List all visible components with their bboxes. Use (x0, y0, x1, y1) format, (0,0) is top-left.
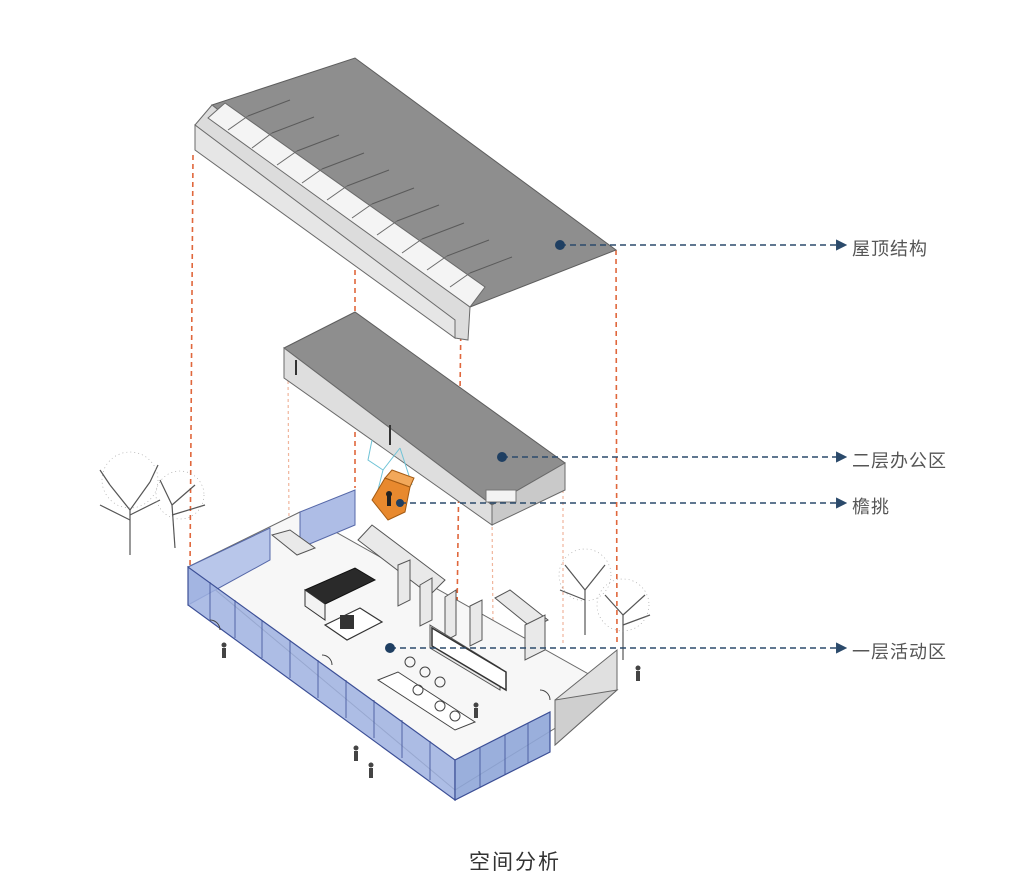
label-first-floor-activity: 一层活动区 (852, 642, 947, 663)
people (221, 642, 641, 778)
projection-lines-light (287, 374, 564, 645)
tree-left (99, 451, 206, 555)
cantilever-volume (371, 469, 415, 521)
first-floor-plan (187, 489, 619, 802)
round-tables (404, 656, 461, 722)
roof-skylight-strip (207, 102, 486, 308)
front-glass-facade-2 (454, 711, 551, 801)
office-end-face (491, 462, 566, 526)
label-second-floor-office: 二层办公区 (852, 451, 947, 472)
second-floor-office (283, 311, 566, 526)
roof-structure (194, 57, 618, 341)
back-glass-wall (299, 489, 356, 549)
leader-dots (385, 240, 565, 653)
leader-lines (390, 239, 848, 654)
long-table (376, 671, 477, 731)
tree-right (558, 548, 651, 660)
diagram-caption: 空间分析 (469, 850, 561, 874)
label-roof-structure: 屋顶结构 (852, 239, 928, 260)
label-cantilever: 檐挑 (852, 497, 890, 518)
